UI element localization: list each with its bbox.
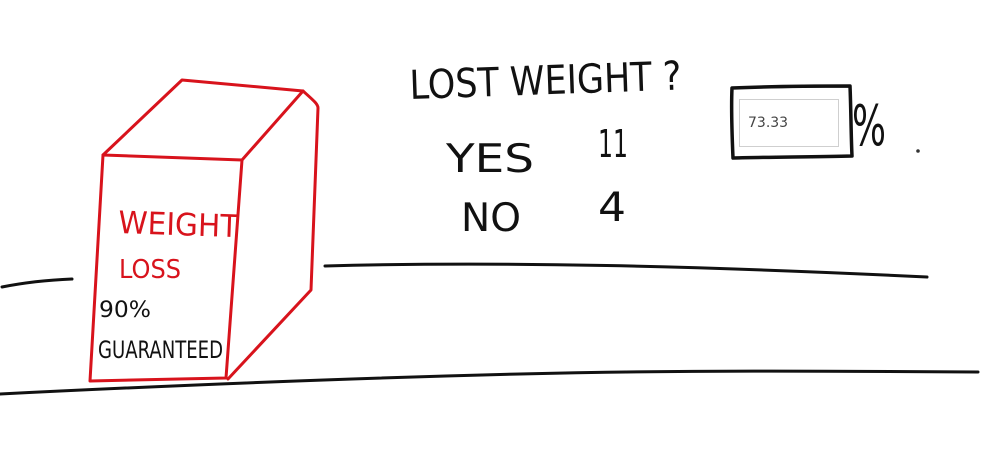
no-label: NO xyxy=(461,196,521,241)
no-count: 4 xyxy=(598,185,626,231)
box-side-face xyxy=(226,89,320,381)
box-label: WEIGHT LOSS 90% GUARANTEED xyxy=(98,205,240,364)
answer-frame-outline xyxy=(729,84,854,160)
box-label-guaranteed: GUARANTEED xyxy=(98,336,223,364)
weight-loss-box-drawing xyxy=(88,78,320,383)
yes-count: 11 xyxy=(598,122,628,166)
box-label-percent: 90% xyxy=(99,298,151,323)
table-front-edge xyxy=(0,369,980,396)
percent-sign: % xyxy=(852,94,886,159)
percentage-answer-input[interactable] xyxy=(739,99,839,147)
table-back-edge-right xyxy=(323,262,929,279)
box-front-face xyxy=(88,153,244,383)
box-top-face xyxy=(101,78,305,162)
survey-question: LOST WEIGHT ? YES 11 NO 4 xyxy=(409,54,682,241)
table-sketch xyxy=(0,262,980,396)
box-label-loss: LOSS xyxy=(119,255,181,285)
yes-label: YES xyxy=(445,137,534,182)
box-label-weight: WEIGHT xyxy=(118,205,240,245)
question-title: LOST WEIGHT ? xyxy=(409,54,682,109)
answer-frame xyxy=(729,84,854,160)
table-back-edge-left xyxy=(0,277,74,289)
trailing-dot xyxy=(916,149,920,153)
